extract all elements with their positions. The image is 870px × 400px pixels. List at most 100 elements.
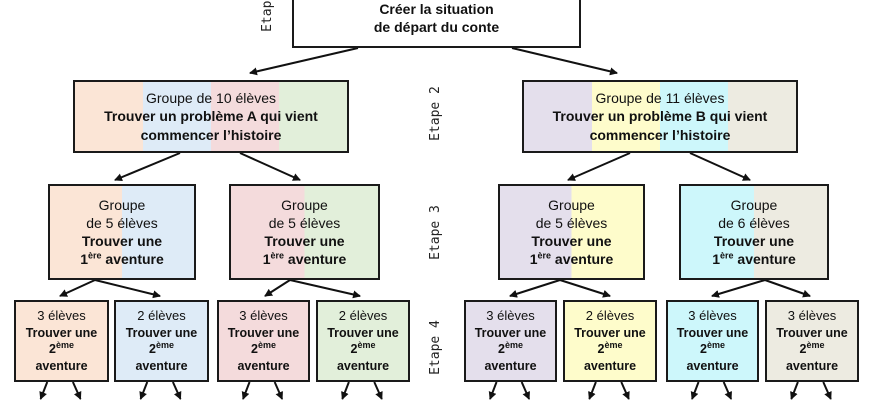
level4-task-line-1: Trouver une	[474, 326, 547, 341]
level2-node-b: Groupe de 11 élèves Trouver un problème …	[522, 80, 798, 153]
level4-ordinal: 2ème	[149, 340, 174, 357]
arrow-l4-out	[39, 381, 49, 400]
arrow-b-to-left	[567, 152, 631, 181]
level4-task-line-2: aventure	[583, 358, 637, 373]
level3-group-line-1: Groupe	[548, 196, 595, 213]
level2-task-line-2: commencer l’histoire	[140, 126, 282, 143]
level4-task-line-2: aventure	[336, 358, 390, 373]
arrow-l4-out	[171, 381, 182, 400]
level4-group: 3 élèves	[688, 308, 737, 324]
level4-ordinal: 2ème	[700, 340, 725, 357]
level4-task-line-2: aventure	[484, 358, 537, 373]
arrow-l3-to-l4	[59, 279, 96, 297]
level4-task-line-2: aventure	[135, 358, 188, 373]
level3-node: Groupe de 5 élèves Trouver une 1ère aven…	[498, 184, 645, 280]
level4-group: 3 élèves	[787, 308, 837, 324]
arrow-l3-to-l4	[289, 279, 361, 299]
arrow-l4-out	[520, 381, 531, 400]
arrow-l3-to-l4	[509, 279, 561, 298]
level2-task-line-1: Trouver un problème A qui vient	[104, 108, 318, 125]
arrow-l4-out	[373, 381, 383, 400]
level3-group-line-1: Groupe	[281, 196, 328, 213]
level4-node: 3 élèves Trouver une 2ème aventure	[217, 300, 310, 382]
arrow-l4-out	[139, 381, 149, 400]
level3-group-line-1: Groupe	[730, 196, 778, 213]
arrow-l4-out	[690, 381, 700, 400]
level4-node: 2 élèves Trouver une 2ème aventure	[114, 300, 209, 382]
level3-task-line-1: Trouver une	[713, 233, 795, 249]
level4-node: 2 élèves Trouver une 2ème aventure	[316, 300, 410, 382]
stage-label-1: Etape 1	[259, 0, 275, 32]
level3-node: Groupe de 6 élèves Trouver une 1ère aven…	[679, 184, 829, 280]
root-line-1: Créer la situation	[379, 0, 494, 17]
level4-task-line-1: Trouver une	[574, 326, 646, 341]
level4-node: 3 élèves Trouver une 2ème aventure	[14, 300, 109, 382]
arrow-l4-out	[620, 381, 630, 400]
arrow-l4-out	[273, 381, 284, 400]
level4-task-line-1: Trouver une	[25, 326, 98, 341]
level4-task-line-2: aventure	[237, 358, 290, 373]
level2-group: Groupe de 11 élèves	[595, 90, 725, 107]
level4-group: 3 élèves	[37, 308, 86, 324]
level4-ordinal: 2ème	[498, 340, 523, 357]
level4-task-line-1: Trouver une	[676, 326, 749, 341]
level4-task-line-1: Trouver une	[227, 326, 300, 341]
arrow-l3-to-l4	[711, 279, 766, 298]
arrow-l4-out	[341, 381, 350, 400]
stage-label-2: Etape 2	[427, 86, 443, 141]
level4-task-line-1: Trouver une	[327, 326, 399, 341]
arrow-l4-out	[241, 381, 251, 400]
arrow-b-to-right	[689, 152, 751, 181]
level4-group: 2 élèves	[585, 308, 635, 324]
arrow-l3-to-l4	[94, 279, 161, 299]
stage-label-3: Etape 3	[427, 205, 443, 260]
level3-group-line-2: de 5 élèves	[535, 214, 608, 231]
arrow-l4-out	[588, 381, 597, 400]
level4-node: 3 élèves Trouver une 2ème aventure	[464, 300, 557, 382]
level4-group: 3 élèves	[486, 308, 535, 324]
arrow-l3-to-l4	[764, 279, 811, 298]
level4-group: 2 élèves	[137, 308, 186, 324]
level4-task-line-1: Trouver une	[125, 326, 198, 341]
level4-group: 2 élèves	[338, 308, 388, 324]
level4-ordinal: 2ème	[597, 340, 623, 357]
level4-task-line-2: aventure	[785, 358, 839, 373]
arrow-l3-to-l4	[264, 279, 291, 297]
root-line-2: de départ du conte	[373, 19, 500, 35]
level3-group-line-2: de 5 élèves	[86, 214, 158, 231]
level3-task-line-2: 1ère aventure	[529, 250, 614, 268]
level3-group-line-2: de 6 élèves	[718, 214, 790, 231]
arrow-l4-out	[790, 381, 799, 400]
level4-node: 3 élèves Trouver une 2ème aventure	[765, 300, 859, 382]
arrow-l4-out	[71, 381, 82, 400]
arrow-l4-out	[488, 381, 498, 400]
arrow-a-to-left	[114, 152, 181, 182]
level2-group: Groupe de 10 élèves	[146, 90, 276, 107]
level3-group-line-1: Groupe	[98, 196, 146, 213]
arrow-root-to-b	[511, 47, 618, 76]
level4-node: 3 élèves Trouver une 2ème aventure	[666, 300, 759, 382]
level4-task-line-1: Trouver une	[776, 326, 848, 341]
level3-group-line-2: de 5 élèves	[268, 214, 341, 231]
level4-node: 2 élèves Trouver une 2ème aventure	[563, 300, 657, 382]
root-node: Créer la situation de départ du conte	[292, 0, 581, 48]
level4-task-line-2: aventure	[686, 358, 739, 373]
level4-ordinal: 2ème	[251, 340, 276, 357]
arrow-l3-to-l4	[559, 279, 611, 298]
level3-task-line-2: 1ère aventure	[80, 250, 164, 268]
level4-ordinal: 2ème	[350, 340, 376, 357]
arrow-root-to-a	[249, 47, 359, 76]
level3-task-line-1: Trouver une	[264, 233, 345, 249]
level4-task-line-2: aventure	[35, 358, 88, 373]
stage-label-4: Etape 4	[427, 320, 443, 375]
level3-task-line-2: 1ère aventure	[712, 250, 796, 268]
arrow-a-to-right	[239, 152, 301, 181]
level3-task-line-2: 1ère aventure	[262, 250, 347, 268]
arrow-l4-out	[822, 381, 832, 400]
arrow-l4-out	[722, 381, 733, 400]
level3-task-line-1: Trouver une	[81, 233, 163, 249]
level2-node-a: Groupe de 10 élèves Trouver un problème …	[73, 80, 349, 153]
level3-node: Groupe de 5 élèves Trouver une 1ère aven…	[48, 184, 196, 280]
